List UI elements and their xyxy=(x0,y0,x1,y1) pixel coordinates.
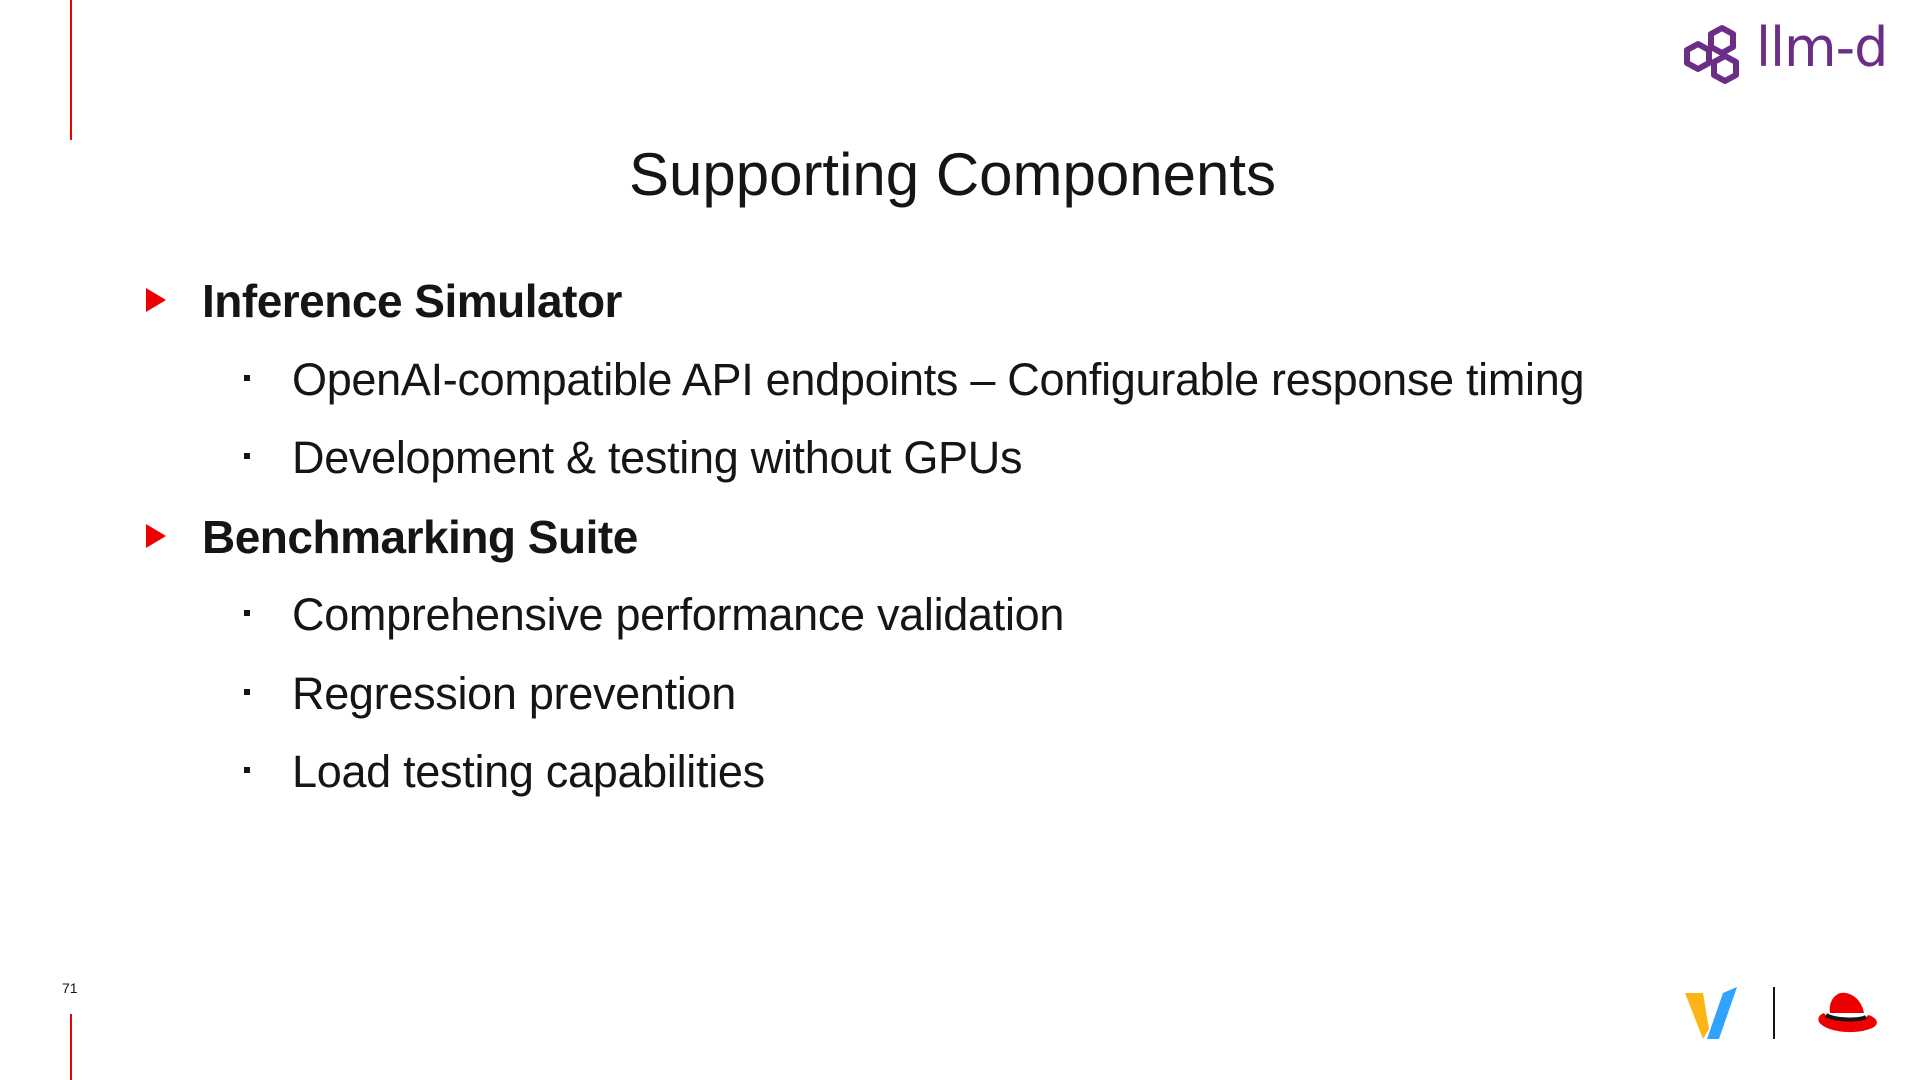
bullet-text: Benchmarking Suite xyxy=(202,510,638,563)
vllm-logo-icon xyxy=(1685,987,1737,1039)
sub-bullet-item: Development & testing without GPUs xyxy=(140,419,1740,498)
sub-bullet-item: Comprehensive performance validation xyxy=(140,576,1740,655)
square-bullet-icon xyxy=(244,767,250,773)
sub-bullet-item: OpenAI-compatible API endpoints – Config… xyxy=(140,341,1740,420)
left-accent-line-bottom xyxy=(70,1014,72,1080)
triangle-bullet-icon xyxy=(146,523,166,548)
square-bullet-icon xyxy=(244,610,250,616)
bullet-text: Load testing capabilities xyxy=(292,746,765,798)
slide-title: Supporting Components xyxy=(628,141,1277,209)
bullet-item: Benchmarking Suite xyxy=(140,498,1740,577)
bullet-text: OpenAI-compatible API endpoints – Config… xyxy=(292,353,1585,405)
triangle-bullet-icon xyxy=(146,288,166,312)
page-number: 71 xyxy=(62,980,78,996)
square-bullet-icon xyxy=(244,374,250,381)
llm-d-logo: llm-d xyxy=(1678,16,1888,92)
bullet-text: Development & testing without GPUs xyxy=(292,432,1023,484)
sub-bullet-item: Regression prevention xyxy=(140,655,1740,734)
footer-separator xyxy=(1773,987,1775,1039)
square-bullet-icon xyxy=(244,453,250,459)
llm-d-logo-text: llm-d xyxy=(1756,16,1888,79)
red-hat-logo-icon xyxy=(1818,992,1877,1033)
bullet-text: Comprehensive performance validation xyxy=(292,589,1065,641)
bullet-text: Inference Simulator xyxy=(202,275,622,328)
bullet-item: Inference Simulator xyxy=(140,262,1740,341)
sub-bullet-item: Load testing capabilities xyxy=(140,733,1740,812)
hexagon-links-icon xyxy=(1684,25,1739,84)
square-bullet-icon xyxy=(244,688,250,695)
bullet-text: Regression prevention xyxy=(292,667,736,719)
left-accent-line-top xyxy=(70,0,72,140)
